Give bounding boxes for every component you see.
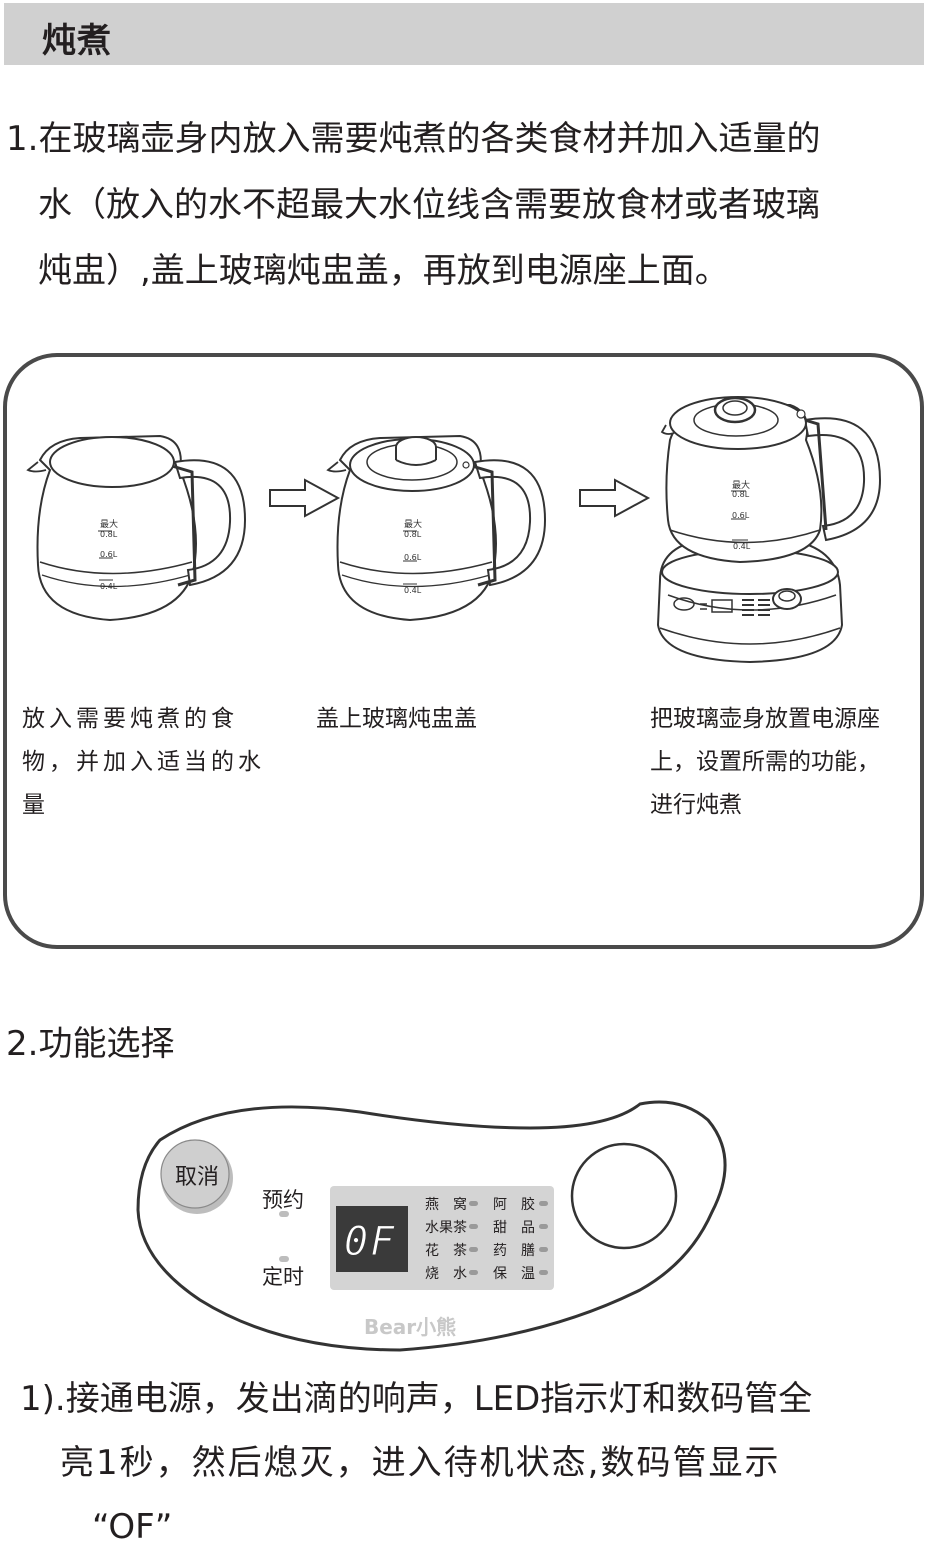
kettle-open-illustration: 最大 0.8L 0.6L 0.4L [26,434,247,622]
arrow-right-icon [579,478,651,518]
kettle3-max-mark: 最大 [732,479,750,491]
timer-indicator [279,1256,289,1262]
indicator-light [469,1247,478,1252]
step1-line-1: 1.在玻璃壶身内放入需要炖煮的各类食材并加入适量的 [6,119,821,159]
kettle-on-base-illustration: 最大 0.8L 0.6L 0.4L [656,396,882,664]
step2-line-3: “OF” [92,1507,173,1547]
function-yaoshan: 药 膳 [493,1243,535,1259]
indicator-light [539,1201,548,1206]
indicator-light [469,1201,478,1206]
kettle2-max-mark: 最大 [404,518,422,530]
display-value: 0F [344,1219,396,1265]
function-shaoshui: 烧 水 [425,1266,467,1282]
control-knob[interactable] [570,1142,678,1250]
indicator-light [539,1270,548,1275]
kettle1-mid-mark: 0.6L [100,550,118,559]
step2-paragraph: 1).接通电源，发出滴的响声，LED指示灯和数码管全 亮1秒，然后熄灭，进入待机… [20,1367,812,1559]
function-yanwo: 燕 窝 [425,1196,467,1213]
step2-line-1: 1).接通电源，发出滴的响声，LED指示灯和数码管全 [20,1379,813,1419]
function-select-heading: 2.功能选择 [6,1024,175,1064]
function-ajiao: 阿 胶 [493,1196,535,1213]
step1-line-3: 炖盅）,盖上玻璃炖盅盖，再放到电源座上面。 [38,251,729,291]
kettle3-mid-mark: 0.6L [732,511,750,520]
cancel-button[interactable] [160,1139,230,1209]
caption-step-cover-lid: 盖上玻璃炖盅盖 [316,706,477,732]
section-title: 炖煮 [42,21,112,61]
function-shuiguocha: 水果茶 [425,1220,467,1236]
kettle3-low-mark: 0.4L [733,542,751,551]
section-header: 炖煮 [4,3,924,65]
kettle-lidded-illustration: 最大 0.8L 0.6L 0.4L [326,434,547,622]
digit-display [336,1206,408,1272]
caption-step-put-food: 放入需要炖煮的食物，并加入适当的水量 [22,706,265,818]
function-tianpin: 甜 品 [493,1220,535,1236]
reserve-label: 预约 [262,1188,304,1212]
indicator-light [469,1270,478,1275]
function-baowen: 保 温 [493,1266,535,1282]
kettle2-low-mark: 0.4L [404,586,422,595]
kettle2-max-vol: 0.8L [404,530,422,539]
cancel-button-label: 取消 [175,1165,219,1190]
kettle1-max-mark: 最大 [100,518,118,530]
kettle3-max-vol: 0.8L [732,490,750,499]
indicator-light [539,1224,548,1229]
control-panel-illustration: 取消 预约 定时 0F 燕 窝 水果茶 花 茶 烧 水 阿 胶 甜 品 药 膳 … [136,1100,727,1352]
arrow-right-icon [269,478,341,518]
function-huacha: 花 茶 [425,1243,467,1259]
step2-line-2: 亮1秒，然后熄灭，进入待机状态,数码管显示 [60,1443,781,1483]
step1-line-2: 水（放入的水不超最大水位线含需要放食材或者玻璃 [38,185,820,225]
indicator-light [469,1224,478,1229]
brand-logo: Bear小熊 [364,1315,456,1339]
reserve-indicator [279,1211,289,1217]
indicator-light [539,1247,548,1252]
kettle1-low-mark: 0.4L [100,582,118,591]
step1-paragraph: 1.在玻璃壶身内放入需要炖煮的各类食材并加入适量的 水（放入的水不超最大水位线含… [6,106,820,304]
timer-label: 定时 [262,1265,304,1289]
kettle2-mid-mark: 0.6L [404,553,422,562]
caption-step-place-on-base: 把玻璃壶身放置电源座上，设置所需的功能，进行炖煮 [650,706,880,818]
kettle1-max-vol: 0.8L [100,530,118,539]
